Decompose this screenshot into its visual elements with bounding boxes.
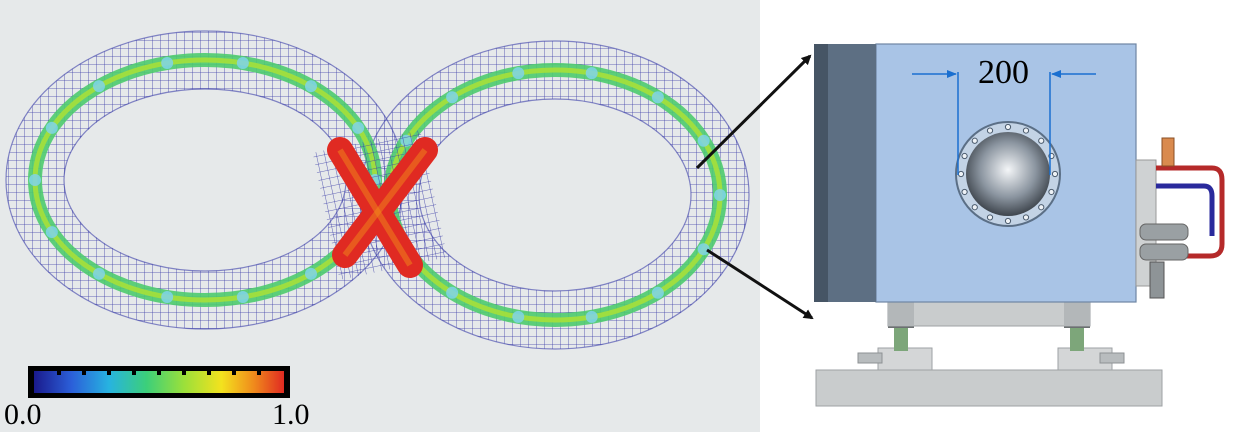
- colorbar-tick: [157, 371, 161, 375]
- coil-joint: [446, 91, 459, 104]
- coil-joint: [651, 286, 664, 299]
- flange-bolt: [1038, 137, 1045, 144]
- coil-joint: [585, 310, 598, 323]
- flange-bolt: [986, 214, 994, 221]
- flange-bolt: [1048, 188, 1055, 196]
- pointer-arrow-lower: [706, 248, 814, 320]
- colorbar-tick: [132, 371, 136, 375]
- coil-joint: [45, 226, 58, 239]
- coil-joint: [446, 286, 459, 299]
- coil-joint: [236, 290, 249, 303]
- crossing-region: [312, 129, 448, 281]
- colorbar: [28, 366, 290, 398]
- coil-joint: [236, 57, 249, 70]
- flange-bolt: [957, 170, 965, 178]
- flange-bolt: [1004, 217, 1012, 225]
- coil-joint: [352, 121, 365, 134]
- flange-bolt: [1022, 127, 1030, 134]
- coil-joint: [512, 67, 525, 80]
- colorbar-tick: [107, 371, 111, 375]
- coil-joint: [304, 267, 317, 280]
- figure-eight-coil: [5, 30, 750, 350]
- pointer-arrow-upper: [695, 54, 812, 170]
- colorbar-tick: [82, 371, 86, 375]
- flange-bolt: [1022, 214, 1030, 221]
- colorbar-max-label: 1.0: [272, 398, 310, 431]
- flange-bolt: [961, 152, 968, 160]
- base-rail: [815, 369, 1163, 407]
- bore-diameter-label: 200: [978, 54, 1029, 91]
- coil-joint: [29, 174, 41, 186]
- coil-joint: [697, 243, 710, 256]
- coil-joint: [585, 67, 598, 80]
- flange-bolt: [961, 188, 968, 196]
- flange-bolt: [971, 204, 978, 211]
- colorbar-tick: [257, 371, 261, 375]
- coil-joint: [697, 134, 710, 147]
- coil-joint: [512, 310, 525, 323]
- magnet-assembly: [814, 43, 1225, 407]
- flange-bolt: [1004, 123, 1012, 131]
- colorbar-min-label: 0.0: [4, 398, 42, 431]
- coil-joint: [93, 80, 106, 93]
- beam-bore: [966, 132, 1050, 216]
- colorbar-tick: [232, 371, 236, 375]
- flange-bolt: [971, 137, 978, 144]
- colorbar-tick: [182, 371, 186, 375]
- cooling-leads: [1135, 137, 1225, 299]
- flange-bolt: [986, 127, 994, 134]
- coil-joint: [161, 290, 174, 303]
- flange-bolt: [1051, 170, 1059, 178]
- coil-joint: [651, 91, 664, 104]
- flange-bolts: [957, 123, 1059, 225]
- colorbar-tick: [207, 371, 211, 375]
- coil-joint: [304, 80, 317, 93]
- adjuster-right: [1057, 318, 1125, 371]
- coil-joint: [161, 57, 174, 70]
- coil-joint: [714, 189, 726, 201]
- colorbar-tick: [57, 371, 61, 375]
- flange-bolt: [1038, 204, 1045, 211]
- coil-joint: [93, 267, 106, 280]
- coil-joint: [45, 121, 58, 134]
